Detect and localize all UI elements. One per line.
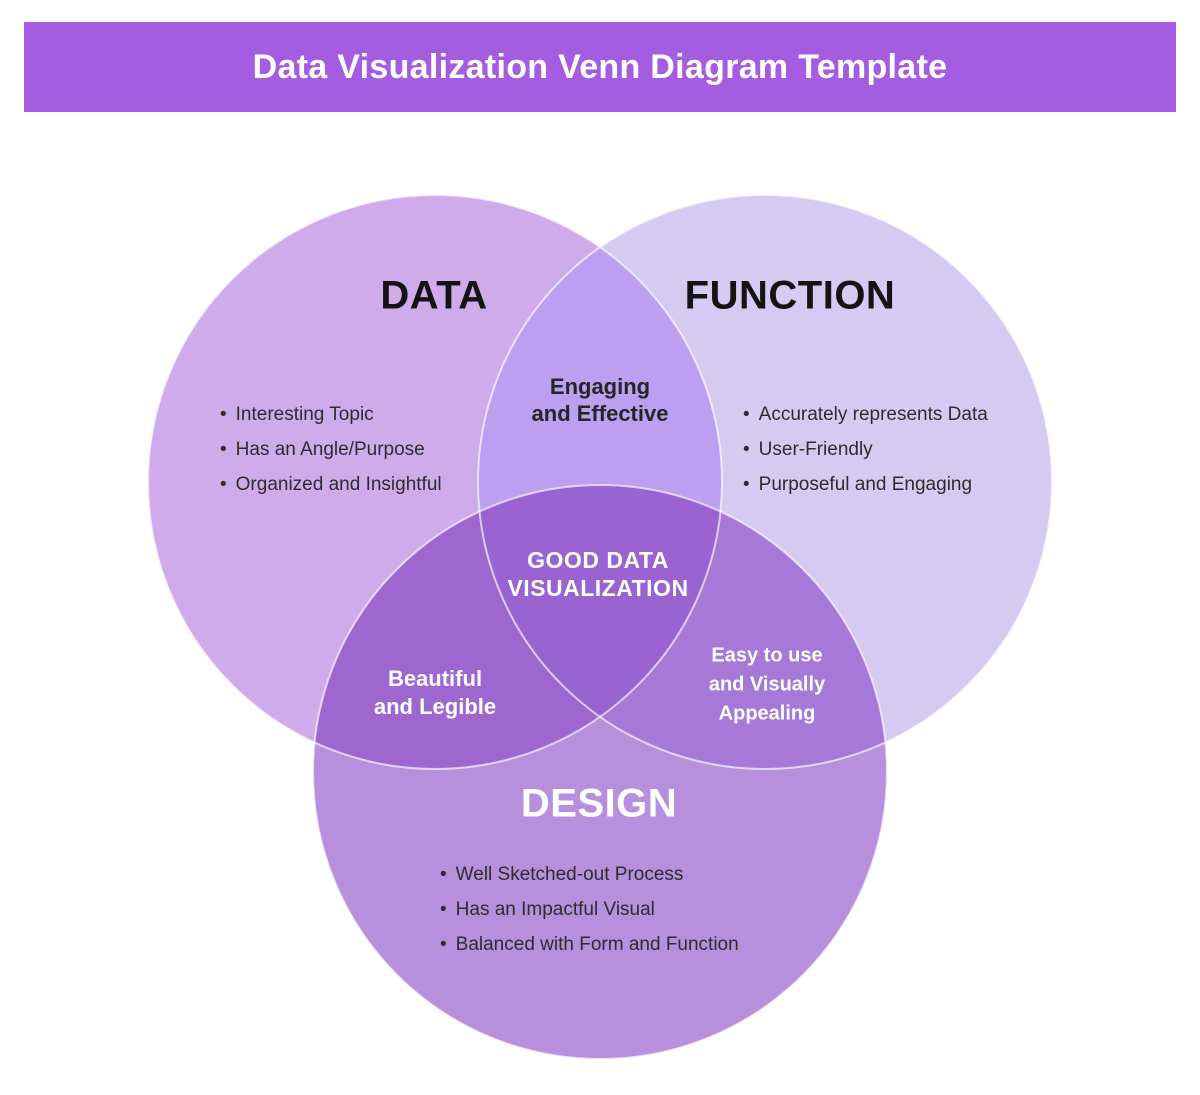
bullet-text: Accurately represents Data — [758, 403, 988, 425]
function-circle-title: FUNCTION — [684, 273, 896, 318]
data-design-overlap-label: Beautiful and Legible — [374, 665, 496, 721]
bullet-icon: • — [743, 473, 750, 495]
design-circle-outline — [312, 484, 888, 1060]
overlap-label-line: VISUALIZATION — [507, 575, 689, 601]
bullet-text: Purposeful and Engaging — [758, 473, 973, 495]
design-bullet-list: • Well Sketched-out Process • Has an Imp… — [440, 857, 739, 962]
list-item: • User-Friendly — [743, 432, 988, 467]
list-item: • Well Sketched-out Process — [440, 857, 739, 892]
bullet-icon: • — [220, 473, 227, 495]
bullet-icon: • — [440, 933, 447, 955]
data-circle-outline — [147, 194, 723, 770]
header-banner: Data Visualization Venn Diagram Template — [24, 22, 1176, 112]
overlap-label-line: Appealing — [718, 702, 816, 725]
overlap-label-line: and Visually — [708, 673, 826, 696]
list-item: • Has an Angle/Purpose — [220, 432, 442, 467]
list-item: • Balanced with Form and Function — [440, 927, 739, 962]
list-item: • Accurately represents Data — [743, 397, 988, 432]
bullet-icon: • — [220, 438, 227, 460]
data-bullet-list: • Interesting Topic • Has an Angle/Purpo… — [220, 397, 442, 502]
overlap-label-line: Easy to use — [711, 644, 823, 667]
bullet-text: Has an Angle/Purpose — [235, 438, 425, 460]
bullet-icon: • — [220, 403, 227, 425]
function-design-overlap-label: Easy to use and Visually Appealing — [709, 642, 825, 729]
list-item: • Organized and Insightful — [220, 467, 442, 502]
bullet-icon: • — [743, 438, 750, 460]
page-title: Data Visualization Venn Diagram Template — [252, 47, 948, 86]
data-function-overlap-label: Engaging and Effective — [532, 373, 669, 427]
bullet-icon: • — [440, 898, 447, 920]
list-item: • Purposeful and Engaging — [743, 467, 988, 502]
design-circle-title: DESIGN — [520, 781, 678, 826]
bullet-text: Organized and Insightful — [235, 473, 442, 495]
list-item: • Interesting Topic — [220, 397, 442, 432]
overlap-label-line: and Legible — [373, 694, 497, 719]
list-item: • Has an Impactful Visual — [440, 892, 739, 927]
overlap-label-line: Engaging — [549, 374, 651, 399]
bullet-icon: • — [743, 403, 750, 425]
overlap-label-line: Beautiful — [387, 666, 483, 691]
function-circle-outline — [477, 194, 1053, 770]
overlap-label-line: and Effective — [531, 401, 669, 426]
bullet-text: Has an Impactful Visual — [455, 898, 655, 920]
data-circle-title: DATA — [380, 273, 488, 318]
bullet-text: User-Friendly — [758, 438, 873, 460]
bullet-text: Interesting Topic — [235, 403, 374, 425]
function-bullet-list: • Accurately represents Data • User-Frie… — [743, 397, 988, 502]
data-design-overlap-region — [313, 485, 722, 769]
bullet-icon: • — [440, 863, 447, 885]
center-overlap-label: GOOD DATA VISUALIZATION — [507, 546, 688, 602]
function-design-overlap-region — [478, 485, 887, 769]
bullet-text: Well Sketched-out Process — [455, 863, 684, 885]
bullet-text: Balanced with Form and Function — [455, 933, 739, 955]
overlap-label-line: GOOD DATA — [527, 547, 669, 573]
